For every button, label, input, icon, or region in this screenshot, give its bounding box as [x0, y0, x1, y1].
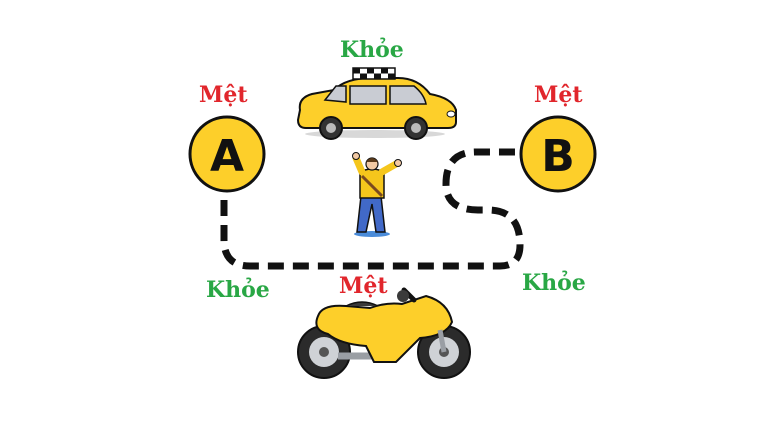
label-khoe-right: Khỏe — [522, 270, 586, 296]
label-khoe-left: Khỏe — [206, 277, 270, 303]
node-a-label: A — [210, 131, 244, 182]
node-a: A — [188, 115, 266, 193]
route-path — [220, 148, 524, 270]
label-met-motorbike: Mệt — [339, 273, 388, 299]
person-icon — [352, 152, 402, 237]
label-khoe-taxi: Khỏe — [340, 37, 404, 63]
label-met-b: Mệt — [534, 82, 583, 108]
node-b-label: B — [541, 131, 575, 182]
taxi-icon — [296, 67, 457, 140]
label-met-a: Mệt — [199, 82, 248, 108]
motorbike-icon — [297, 287, 471, 379]
node-b: B — [519, 115, 597, 193]
